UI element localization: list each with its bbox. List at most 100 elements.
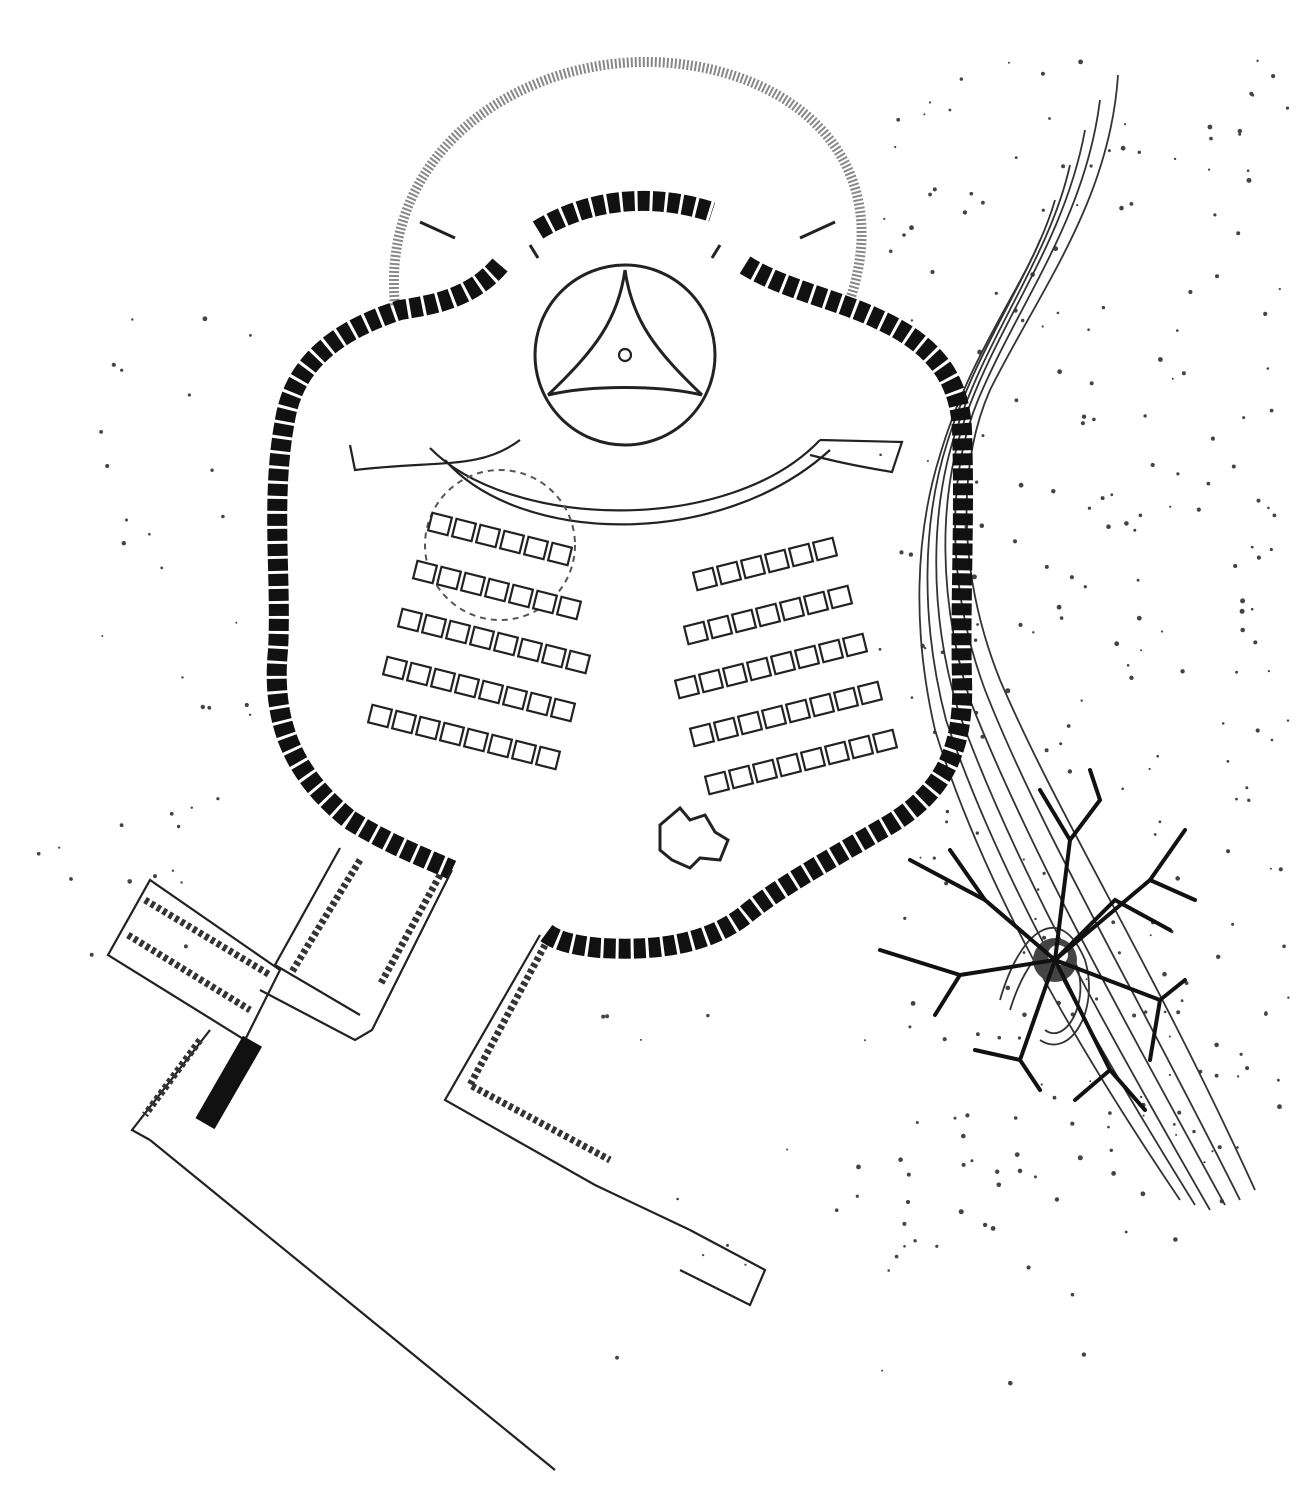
stipple-dot xyxy=(786,1148,789,1151)
stipple-dot xyxy=(1176,472,1180,476)
stipple-dot xyxy=(1119,205,1124,211)
stipple-dot xyxy=(1226,849,1231,854)
stipple-dot xyxy=(1076,204,1079,207)
seat xyxy=(688,722,716,748)
seat xyxy=(754,602,782,628)
stipple-dot xyxy=(958,1209,964,1215)
stipple-dot xyxy=(1021,318,1025,323)
stipple-dot xyxy=(615,1355,619,1360)
stipple-dot xyxy=(1271,74,1276,79)
stipple-dot xyxy=(1238,132,1242,136)
seat xyxy=(420,613,448,639)
seat xyxy=(826,584,854,610)
stipple-dot xyxy=(1026,1265,1031,1270)
stipple-dot xyxy=(1216,954,1221,959)
stipple-dot xyxy=(200,704,205,710)
seat xyxy=(778,596,806,622)
stipple-dot xyxy=(1040,1083,1043,1086)
stipple-dot xyxy=(1092,417,1096,422)
seat xyxy=(498,529,526,555)
seat xyxy=(477,679,505,705)
stipple-dot xyxy=(902,1221,907,1226)
stipple-dot xyxy=(1184,981,1189,985)
stipple-dot xyxy=(935,1244,939,1248)
stipple-dot xyxy=(1080,699,1083,702)
stipple-dot xyxy=(888,249,893,254)
stipple-dot xyxy=(1089,381,1094,386)
stipple-dot xyxy=(1210,436,1215,441)
stipple-dot xyxy=(1101,305,1106,310)
stipple-dot xyxy=(1051,489,1056,494)
stipple-dot xyxy=(1124,521,1129,526)
stipple-dot xyxy=(176,824,181,829)
stipple-dot xyxy=(1181,371,1186,376)
stipple-dot xyxy=(1014,398,1019,403)
seat xyxy=(429,667,457,693)
stipple-dot xyxy=(744,1263,747,1266)
stipple-dot xyxy=(1192,1129,1196,1134)
stipple-dot xyxy=(896,117,901,122)
stipple-dot xyxy=(1083,585,1087,589)
stipple-dot xyxy=(1089,164,1093,168)
stipple-dot xyxy=(1217,1145,1222,1150)
stipple-dot xyxy=(58,846,61,849)
stipple-dot xyxy=(706,1013,710,1018)
stipple-dot xyxy=(1207,124,1213,130)
stipple-dot xyxy=(1175,876,1180,881)
stipple-dot xyxy=(905,1199,911,1205)
stipple-dot xyxy=(1140,649,1143,652)
stipple-dot xyxy=(1136,615,1142,621)
stipple-dot xyxy=(190,806,193,809)
seat xyxy=(510,739,538,765)
stipple-dot xyxy=(207,705,212,710)
stipple-dot xyxy=(1269,547,1273,552)
seat xyxy=(775,752,803,778)
stipple-dot xyxy=(1132,1013,1137,1018)
stipple-dot xyxy=(1163,1010,1167,1014)
seat xyxy=(712,716,740,742)
stipple-dot xyxy=(997,1035,1002,1040)
seat xyxy=(549,697,577,723)
seat xyxy=(381,655,409,681)
stipple-dot xyxy=(887,1269,890,1272)
stipple-dot xyxy=(909,225,914,231)
stipple-dot xyxy=(1256,498,1261,503)
stipple-dot xyxy=(1253,640,1258,645)
altar-circle xyxy=(533,263,717,447)
seat xyxy=(739,554,767,580)
stipple-dot xyxy=(248,713,252,716)
stipple-dot xyxy=(1114,641,1120,647)
stipple-dot xyxy=(1226,760,1230,763)
stipple-dot xyxy=(1005,985,1011,991)
seat xyxy=(411,559,439,585)
stipple-dot xyxy=(1173,1237,1178,1242)
stipple-dot xyxy=(1250,545,1254,549)
stipple-dot xyxy=(1240,627,1245,633)
stipple-dot xyxy=(1081,414,1087,419)
stipple-dot xyxy=(1142,1114,1145,1117)
stipple-dot xyxy=(1129,202,1134,206)
seat xyxy=(435,565,463,591)
stipple-dot xyxy=(1158,820,1162,824)
stipple-dot xyxy=(676,1197,679,1201)
site-stipple xyxy=(36,59,1290,1386)
stipple-dot xyxy=(1069,575,1074,580)
stipple-dot xyxy=(1018,482,1024,488)
seat xyxy=(799,746,827,772)
stipple-dot xyxy=(1008,1380,1013,1386)
stipple-dot xyxy=(973,638,978,642)
stipple-dot xyxy=(1148,767,1151,771)
stipple-dot xyxy=(1133,528,1137,532)
stipple-dot xyxy=(1233,563,1238,569)
stipple-dot xyxy=(1014,1152,1020,1157)
stipple-dot xyxy=(976,1032,980,1037)
seat xyxy=(703,770,731,796)
stipple-dot xyxy=(902,233,906,237)
stipple-dot xyxy=(1213,213,1217,217)
stipple-dot xyxy=(834,1208,839,1212)
stipple-dot xyxy=(169,811,174,816)
stipple-dot xyxy=(601,1014,606,1019)
stipple-dot xyxy=(1061,164,1066,169)
stipple-dot xyxy=(1044,564,1049,569)
stipple-dot xyxy=(1100,496,1105,501)
